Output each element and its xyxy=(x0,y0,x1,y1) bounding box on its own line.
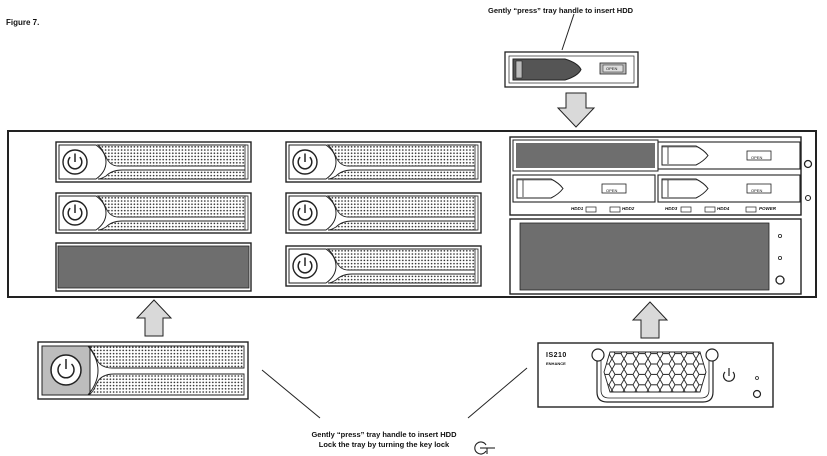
led-label-hdd3: HDD3 xyxy=(665,206,678,211)
hdd-enclosure xyxy=(509,136,802,216)
hdd-tray-middle-3 xyxy=(285,245,482,287)
hdd-tray-with-key-lock xyxy=(37,341,249,400)
hdd-tray-middle-2 xyxy=(285,192,482,234)
arrow-up-icon xyxy=(631,301,669,339)
arrow-down-icon xyxy=(556,92,596,128)
key-lock-icon xyxy=(474,441,495,455)
led-label-hdd4: HDD4 xyxy=(717,206,730,211)
hdd-tray-left-1 xyxy=(55,141,252,183)
is210-module xyxy=(537,342,774,408)
caption-bottom-line2: Lock the tray by turning the key lock xyxy=(318,440,450,449)
led-indicator-icon xyxy=(585,206,597,213)
hdd-bay-4 xyxy=(657,174,801,203)
led-label-power: POWER xyxy=(759,206,777,211)
bay-4-open-label: OPEN xyxy=(751,188,763,193)
figure-label: Figure 7. xyxy=(6,18,40,27)
caption-top: Gently “press” tray handle to insert HDD xyxy=(488,6,634,15)
module-brand-subtitle: ENHANCE xyxy=(546,361,566,366)
hdd-bay-3 xyxy=(512,174,656,203)
bay-3-open-label: OPEN xyxy=(606,188,618,193)
caption-bottom-line1: Gently “press” tray handle to insert HDD xyxy=(311,430,457,439)
power-button-icon xyxy=(57,363,75,379)
led-indicator-icon xyxy=(745,206,757,213)
led-indicator-icon xyxy=(609,206,621,213)
hdd-bay-2 xyxy=(657,141,801,170)
power-button-icon xyxy=(722,371,736,382)
led-label-hdd2: HDD2 xyxy=(622,206,635,211)
arrow-up-icon xyxy=(135,299,173,337)
module-brand-name: IS210 xyxy=(546,352,567,359)
led-indicator-icon xyxy=(680,206,692,213)
bay-2-open-label: OPEN xyxy=(751,155,763,160)
small-hdd-tray xyxy=(504,51,639,88)
hdd-tray-middle-1 xyxy=(285,141,482,183)
led-indicator-icon xyxy=(704,206,716,213)
led-label-hdd1: HDD1 xyxy=(571,206,584,211)
hdd-tray-left-2 xyxy=(55,192,252,234)
small-tray-open-label: OPEN xyxy=(606,66,618,71)
